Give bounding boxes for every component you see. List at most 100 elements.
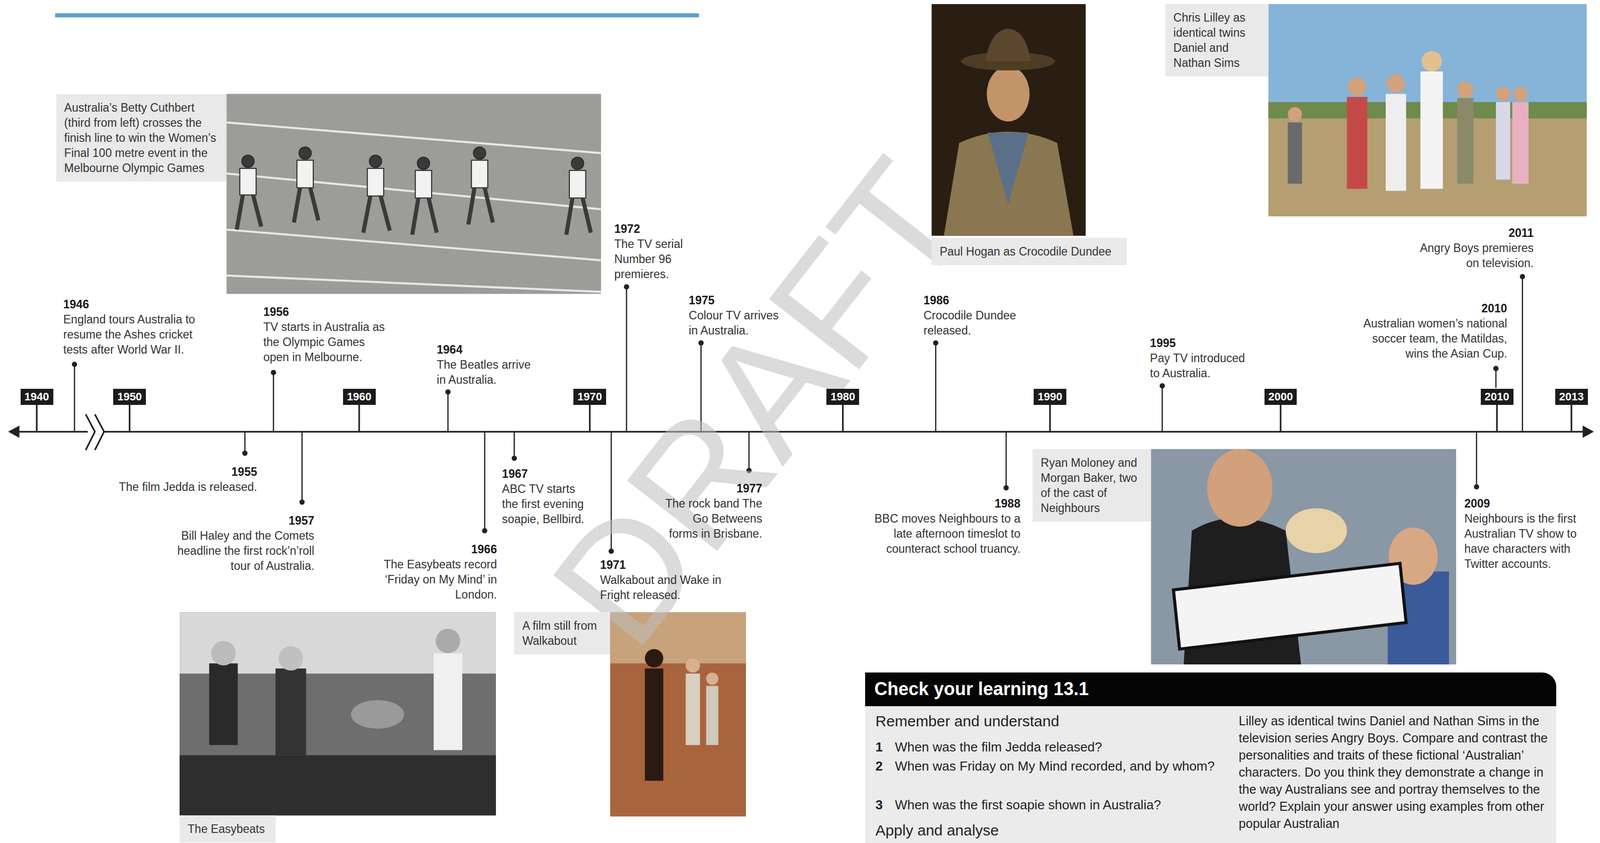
event-year: 1966	[376, 541, 497, 557]
axis-break	[85, 414, 95, 451]
year-marker: 1940	[20, 388, 54, 405]
year-tick	[1570, 404, 1573, 433]
photo-neighbours	[1150, 449, 1457, 665]
figure	[1512, 102, 1529, 184]
year-tick	[358, 404, 360, 433]
timeline-event: 1986Crocodile Dundee released.	[923, 292, 1022, 339]
event-text: England tours Australia to resume the As…	[63, 311, 207, 358]
runner-head	[417, 156, 430, 170]
leader-dot	[242, 451, 247, 456]
figure-head	[1421, 50, 1443, 72]
leader-dot	[482, 528, 487, 533]
question-number: 3	[875, 795, 895, 814]
figure	[1420, 71, 1444, 189]
event-year: 1986	[923, 292, 1022, 308]
figure-head	[706, 672, 719, 685]
event-text: BBC moves Neighbours to a late afternoon…	[859, 511, 1021, 557]
year-tick	[128, 404, 131, 433]
year-tick	[1495, 404, 1498, 433]
figure	[685, 673, 700, 745]
panel-title: Check your learning 13.1	[874, 672, 1556, 707]
year-tick	[1279, 404, 1282, 433]
figure	[433, 653, 463, 751]
event-text: ABC TV starts the first evening soapie, …	[501, 481, 593, 527]
leader-line	[625, 286, 627, 432]
dog	[1285, 508, 1347, 553]
year-marker: 1990	[1033, 388, 1067, 405]
event-year: 1956	[263, 304, 388, 320]
photo-caption: Australia’s Betty Cuthbert (third from l…	[56, 94, 227, 182]
runner-legs	[363, 196, 390, 233]
text-slot: Apply and analyse	[875, 821, 1223, 840]
leader-dot	[299, 499, 304, 504]
text-slot: Remember and understand	[875, 712, 1223, 731]
event-year: 1988	[859, 495, 1021, 512]
axis-break	[95, 414, 105, 451]
event-text: Crocodile Dundee released.	[923, 307, 1022, 339]
year-tick	[1049, 404, 1051, 433]
year-label: 2000	[1268, 388, 1294, 405]
text-slot: 2	[875, 756, 895, 776]
runner-body	[569, 170, 586, 199]
figure	[1287, 122, 1302, 184]
leader-line	[1475, 431, 1477, 487]
leader-line	[73, 364, 75, 432]
timeline-event: 1988BBC moves Neighbours to a late after…	[859, 495, 1021, 557]
event-text: The film Jedda is released.	[104, 479, 258, 495]
question-panel: Remember and understand 1When was the fil…	[865, 706, 1556, 843]
event-year: 1972	[614, 221, 692, 237]
timeline-event: 2011Angry Boys premieres on television.	[1411, 225, 1534, 271]
leader-dot	[1493, 366, 1498, 371]
runner-legs	[293, 187, 319, 223]
timeline-event: 1975Colour TV arrives in Australia.	[688, 292, 785, 339]
event-text: The TV serial Number 96 premieres.	[614, 236, 692, 282]
figure	[644, 668, 664, 781]
text-slot: 1	[875, 737, 895, 756]
figure	[275, 668, 307, 755]
timeline-event: 1995Pay TV introduced to Australia.	[1149, 335, 1252, 381]
event-year: 2011	[1411, 225, 1534, 241]
figure	[1457, 98, 1474, 184]
runner-body	[471, 160, 488, 189]
event-year: 1957	[163, 513, 315, 529]
leader-dot	[271, 370, 276, 375]
leader-line	[301, 431, 303, 502]
figure	[1495, 102, 1510, 180]
figure-head	[1513, 86, 1528, 101]
event-year: 1975	[688, 292, 785, 308]
figure-head	[1287, 107, 1302, 122]
figure	[706, 686, 719, 746]
leader-line	[483, 431, 485, 531]
year-marker: 2010	[1480, 388, 1514, 405]
leader-line	[272, 372, 274, 433]
year-label: 2013	[1559, 388, 1584, 405]
text-slot: When was the film Jedda released?	[894, 737, 1222, 756]
photo-caption: Chris Lilley as identical twins Daniel a…	[1165, 4, 1269, 77]
photo-ground	[226, 94, 602, 295]
photo-olympic-race	[226, 94, 602, 295]
event-text: Colour TV arrives in Australia.	[688, 307, 785, 339]
question-text: When was the first soapie shown in Austr…	[894, 795, 1222, 814]
figure-head	[211, 640, 236, 666]
leader-dot	[446, 389, 451, 394]
leader-dot	[1474, 484, 1479, 489]
runner-legs	[566, 198, 592, 235]
track-lane	[226, 275, 602, 292]
caption-text: Ryan Moloney and Morgan Baker, two of th…	[1040, 455, 1143, 516]
photo-ground	[931, 4, 1086, 236]
question-text: When was Friday on My Mind recorded, and…	[894, 756, 1222, 776]
runner-body	[415, 170, 432, 199]
event-text: Walkabout and Wake in Fright released.	[600, 572, 729, 603]
text-slot: When was Friday on My Mind recorded, and…	[894, 756, 1222, 776]
runner-head	[473, 146, 486, 159]
timeline-event: 1946England tours Australia to resume th…	[63, 296, 207, 358]
event-year: 1967	[501, 466, 593, 482]
year-marker: 1980	[826, 388, 860, 405]
leader-line	[244, 431, 246, 454]
leader-line	[935, 343, 937, 433]
axis-arrowhead	[1582, 425, 1594, 438]
figure-head	[435, 628, 461, 654]
section-heading: Apply and analyse	[875, 821, 1223, 840]
year-label: 1960	[347, 388, 372, 405]
